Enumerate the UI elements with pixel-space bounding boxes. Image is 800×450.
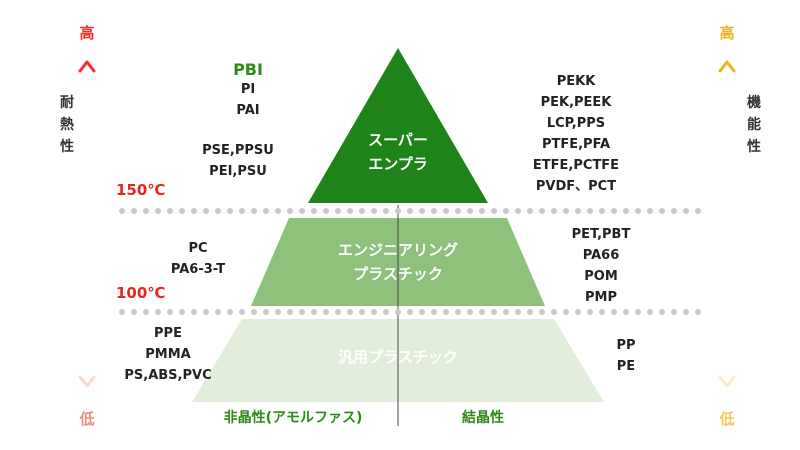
tier-super-label: スーパー エンプラ: [348, 128, 448, 176]
polymer-item: ETFE,PCTFE: [532, 158, 620, 173]
polymer-item: PC: [188, 241, 208, 256]
function-axis-label-char: 性: [747, 139, 761, 155]
crystalline-general-list: PP PE: [606, 335, 646, 377]
heat-axis-label-char: 性: [60, 139, 74, 155]
crystalline-engineering-list: PET,PBT PA66 POM PMP: [556, 224, 646, 308]
heat-resistance-axis-label: 耐熱性: [57, 92, 77, 158]
amorphous-general-list: PPE PMMA PS,ABS,PVC: [108, 323, 228, 386]
heat-axis-low-label: 低: [79, 410, 95, 428]
temperature-100c-label: 100℃: [116, 284, 166, 302]
tier-super-engineering-plastics: [308, 48, 488, 203]
polymer-item: PP: [616, 338, 636, 353]
polymer-item: PEK,PEEK: [540, 95, 612, 110]
heat-resistance-arrow: [78, 60, 96, 388]
tier-super-label-line1: スーパー: [368, 131, 428, 149]
amorphous-super-list-upper: PI PAI: [208, 79, 288, 121]
polymer-item: LCP,PPS: [546, 116, 606, 131]
function-axis-label-char: 機: [747, 95, 761, 111]
polymer-item: PSE,PPSU: [202, 143, 274, 158]
functionality-axis-label: 機能性: [744, 92, 764, 158]
heat-axis-label-char: 耐: [60, 95, 74, 111]
temperature-150c-label: 150℃: [116, 181, 166, 199]
polymer-item: PI: [240, 82, 256, 97]
polymer-item: PA66: [582, 248, 620, 263]
tier-engineering-label-line2: プラスチック: [353, 265, 443, 283]
function-axis-label-char: 能: [747, 117, 761, 133]
polymer-item: PMMA: [145, 347, 191, 362]
polymer-item: POM: [584, 269, 618, 284]
polymer-item: PEKK: [556, 74, 596, 89]
polymer-item: PTFE,PFA: [541, 137, 611, 152]
polymer-item: PPE: [154, 326, 182, 341]
polymer-item: PAI: [236, 103, 260, 118]
polymer-item: PS,ABS,PVC: [124, 368, 212, 383]
polymer-item: PEI,PSU: [209, 164, 267, 179]
heat-axis-label-char: 熱: [60, 117, 74, 133]
polymer-item: PA6-3-T: [170, 262, 226, 277]
polymer-item: PMP: [585, 290, 617, 305]
amorphous-super-list-lower: PSE,PPSU PEI,PSU: [178, 140, 298, 182]
heat-axis-high-label: 高: [79, 24, 95, 42]
polymer-item: PET,PBT: [571, 227, 631, 242]
functionality-arrow: [718, 60, 736, 388]
polymer-item: PE: [616, 359, 636, 374]
tier-super-label-line2: エンプラ: [368, 155, 428, 173]
tier-general-label: 汎用プラスチック: [318, 345, 478, 369]
function-axis-low-label: 低: [719, 410, 735, 428]
amorphous-label: 非晶性(アモルファス): [223, 410, 363, 426]
function-axis-high-label: 高: [719, 24, 735, 42]
crystalline-label: 結晶性: [462, 410, 504, 426]
polymer-item: PVDF、PCT: [535, 179, 617, 194]
tier-general-label-line1: 汎用プラスチック: [338, 348, 458, 366]
amorphous-super-highlight: PBI: [233, 60, 263, 79]
amorphous-engineering-list: PC PA6-3-T: [148, 238, 248, 280]
crystalline-super-list: PEKK PEK,PEEK LCP,PPS PTFE,PFA ETFE,PCTF…: [516, 71, 636, 197]
tier-engineering-label-line1: エンジニアリング: [337, 241, 458, 259]
tier-engineering-label: エンジニアリング プラスチック: [318, 238, 478, 286]
